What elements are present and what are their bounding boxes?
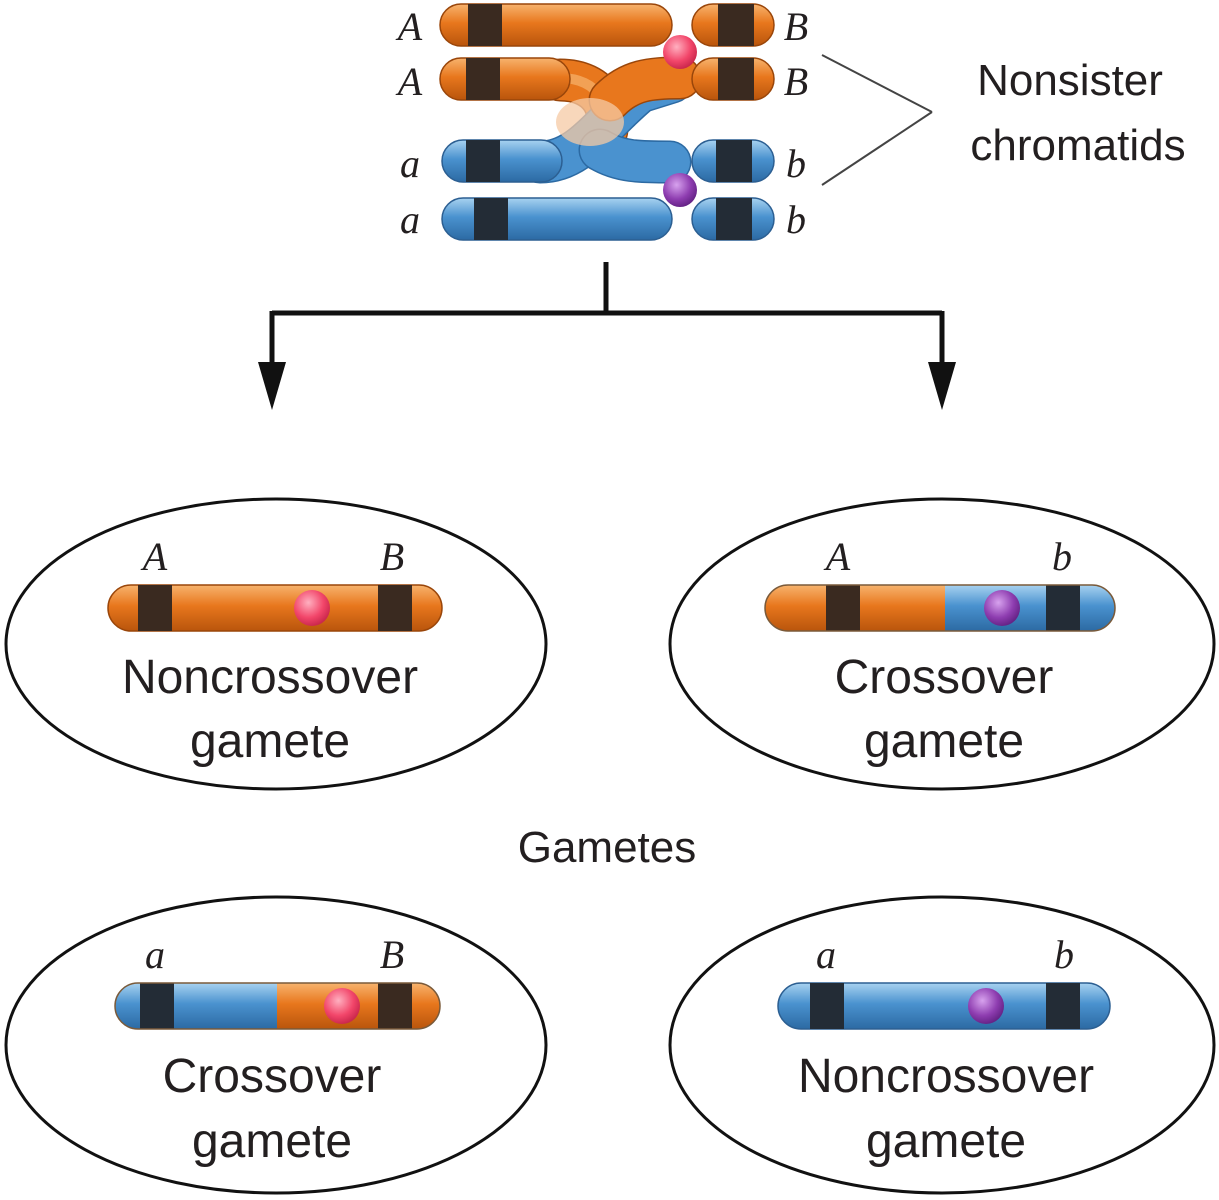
gamete-allele-left: A xyxy=(140,534,168,579)
top-chromosome-pair xyxy=(439,3,775,241)
gamete-allele-left: A xyxy=(823,534,851,579)
gamete-chromosome xyxy=(765,585,1115,631)
centromere-purple xyxy=(663,173,697,207)
orange-chromatid-1 xyxy=(439,3,775,47)
nonsister-label-line2: chromatids xyxy=(970,121,1185,170)
gene-band-B-2 xyxy=(718,58,754,100)
gamete-allele-right: b xyxy=(1052,534,1072,579)
gamete-allele-right: b xyxy=(1054,932,1074,977)
gamete-ellipse xyxy=(4,895,548,1195)
gamete-ellipse xyxy=(668,895,1216,1195)
gene-band-a xyxy=(466,140,500,182)
allele-label: A xyxy=(395,59,423,104)
gene-band-a-2 xyxy=(474,198,508,240)
blue-chromatid-2 xyxy=(441,197,775,241)
arrow-left xyxy=(258,362,286,410)
blue-chromatid-1-right xyxy=(578,128,775,184)
allele-label: B xyxy=(784,4,808,49)
gamete-3: a B Crossover gamete xyxy=(4,895,548,1195)
gamete-allele-right: B xyxy=(380,932,404,977)
orange-chromatid-2-right xyxy=(588,56,775,122)
gamete-1: A B Noncrossover gamete xyxy=(4,497,548,791)
gamete-label-line2: gamete xyxy=(192,1115,352,1168)
gamete-allele-left: a xyxy=(816,932,836,977)
gamete-allele-right: B xyxy=(380,534,404,579)
gamete-ellipse xyxy=(668,497,1216,791)
gamete-ellipse xyxy=(4,497,548,791)
arrow-right xyxy=(928,362,956,410)
allele-label: b xyxy=(786,141,806,186)
gamete-label-line2: gamete xyxy=(866,1115,1026,1168)
branch-arrows xyxy=(269,262,945,365)
gamete-4: a b Noncrossover gamete xyxy=(668,895,1216,1195)
gamete-chromosome xyxy=(115,983,440,1029)
chiasma xyxy=(556,98,624,146)
nonsister-label-line1: Nonsister xyxy=(977,56,1163,105)
gene-band-A xyxy=(468,4,502,46)
allele-label: B xyxy=(784,59,808,104)
centromere-red xyxy=(663,35,697,69)
gamete-chromosome xyxy=(777,982,1111,1030)
gamete-label-line2: gamete xyxy=(864,715,1024,768)
gamete-label-line1: Noncrossover xyxy=(798,1050,1094,1103)
gamete-chromosome xyxy=(107,584,443,632)
gene-band-b-2 xyxy=(716,198,752,240)
gene-band-B xyxy=(718,4,754,46)
gamete-label-line2: gamete xyxy=(190,715,350,768)
gametes-label: Gametes xyxy=(518,823,697,872)
allele-label: b xyxy=(786,197,806,242)
gamete-label-line1: Noncrossover xyxy=(122,651,418,704)
gene-band-b xyxy=(716,140,752,182)
allele-label: A xyxy=(395,4,423,49)
allele-label: a xyxy=(400,197,420,242)
gamete-label-line1: Crossover xyxy=(835,651,1054,704)
gamete-label-line1: Crossover xyxy=(163,1050,382,1103)
nonsister-bracket xyxy=(821,54,933,186)
gamete-2: A b Crossover gamete xyxy=(668,497,1216,791)
gamete-allele-left: a xyxy=(145,932,165,977)
allele-label: a xyxy=(400,141,420,186)
gene-band-A-2 xyxy=(466,58,500,100)
